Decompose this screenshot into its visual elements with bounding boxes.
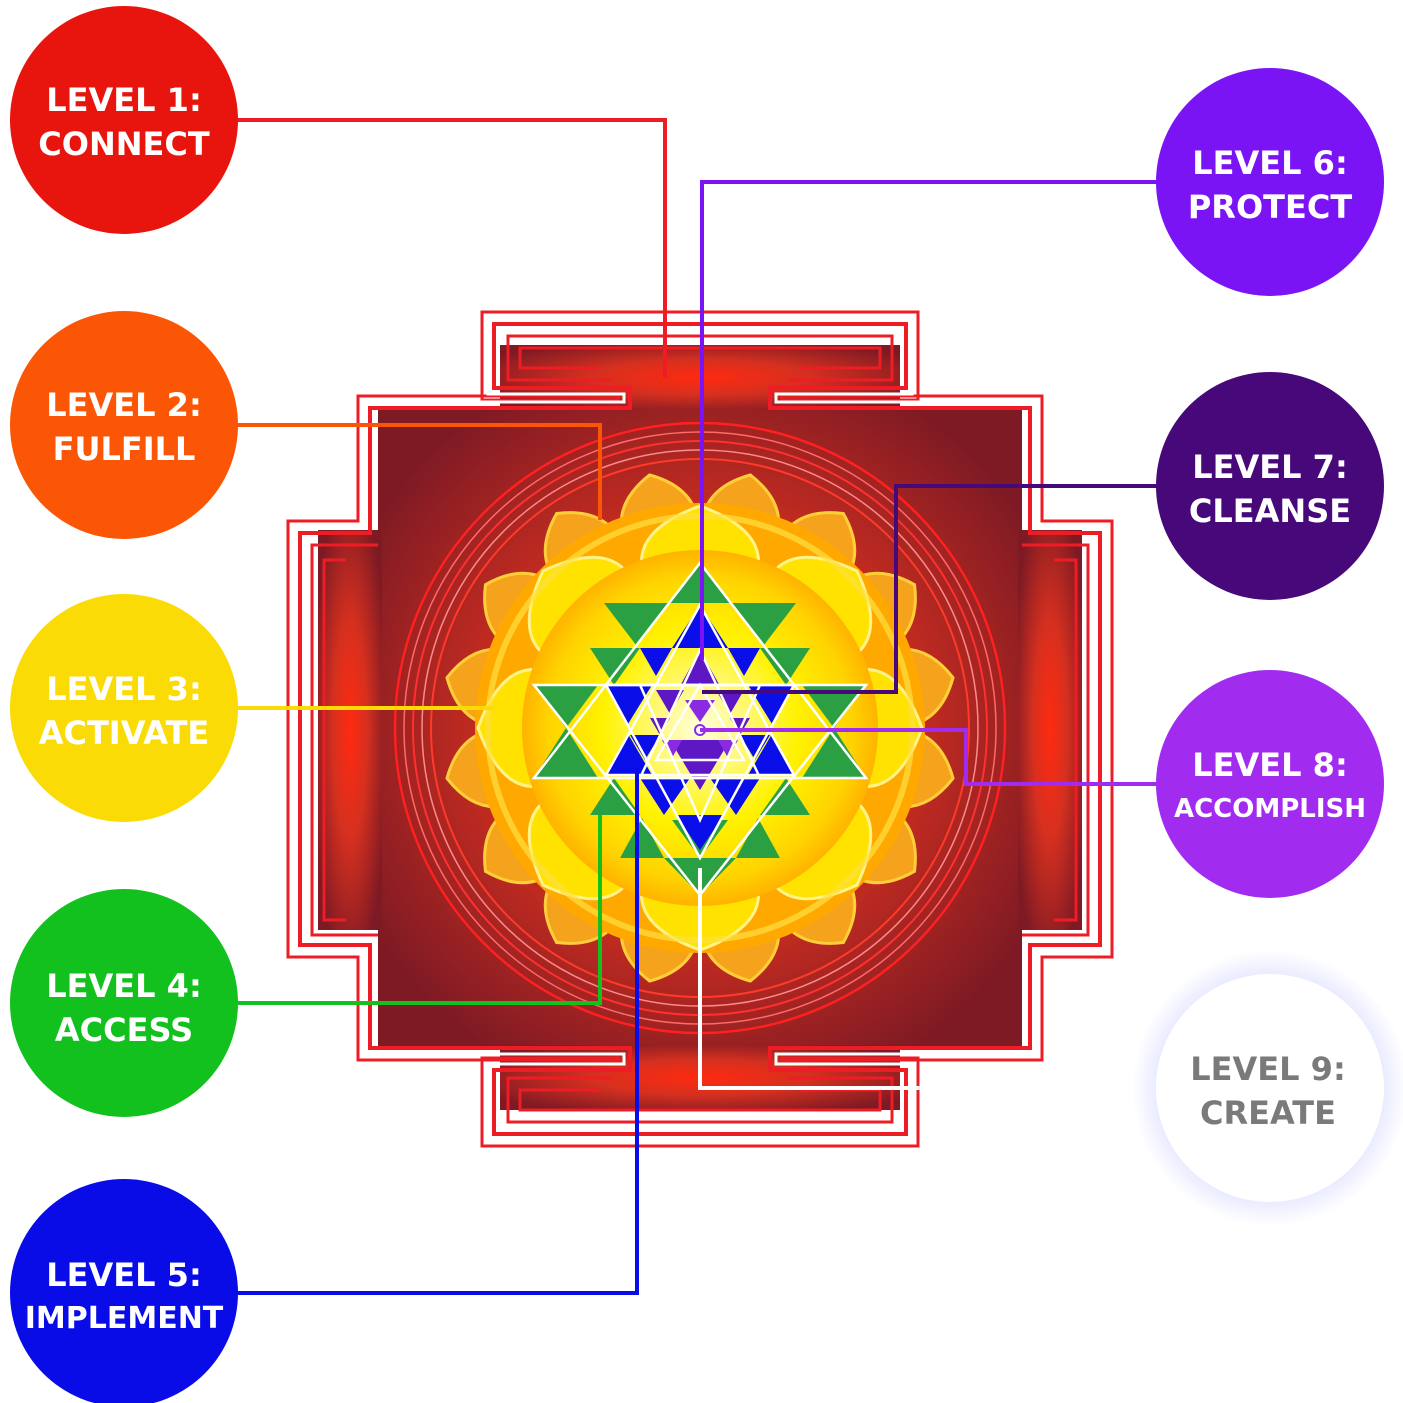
level-9-node: LEVEL 9: CREATE	[1156, 974, 1384, 1202]
level-7-title: LEVEL 7:	[1192, 448, 1347, 486]
level-9-title: LEVEL 9:	[1190, 1050, 1345, 1088]
level-8-node: LEVEL 8: ACCOMPLISH	[1156, 670, 1384, 898]
level-3-name: ACTIVATE	[39, 714, 210, 752]
level-9-name: CREATE	[1200, 1094, 1336, 1132]
level-1-title: LEVEL 1:	[46, 81, 201, 119]
level-7-node: LEVEL 7: CLEANSE	[1156, 372, 1384, 600]
level-5-title: LEVEL 5:	[46, 1256, 201, 1294]
level-4-node: LEVEL 4: ACCESS	[10, 889, 238, 1117]
connector-level-1	[236, 120, 665, 378]
level-6-title: LEVEL 6:	[1192, 144, 1347, 182]
level-2-node: LEVEL 2: FULFILL	[10, 311, 238, 539]
level-3-title: LEVEL 3:	[46, 670, 201, 708]
level-5-name: IMPLEMENT	[25, 1301, 224, 1336]
level-5-node: LEVEL 5: IMPLEMENT	[10, 1179, 238, 1403]
level-3-node: LEVEL 3: ACTIVATE	[10, 594, 238, 822]
level-1-name: CONNECT	[38, 125, 210, 163]
level-1-node: LEVEL 1: CONNECT	[10, 6, 238, 234]
level-4-name: ACCESS	[55, 1011, 193, 1049]
level-8-name: ACCOMPLISH	[1174, 794, 1366, 824]
level-8-title: LEVEL 8:	[1192, 746, 1347, 784]
level-6-name: PROTECT	[1188, 188, 1352, 226]
level-4-title: LEVEL 4:	[46, 967, 201, 1005]
level-2-name: FULFILL	[53, 430, 196, 468]
level-2-title: LEVEL 2:	[46, 386, 201, 424]
level-6-node: LEVEL 6: PROTECT	[1156, 68, 1384, 296]
level-7-name: CLEANSE	[1189, 492, 1351, 530]
